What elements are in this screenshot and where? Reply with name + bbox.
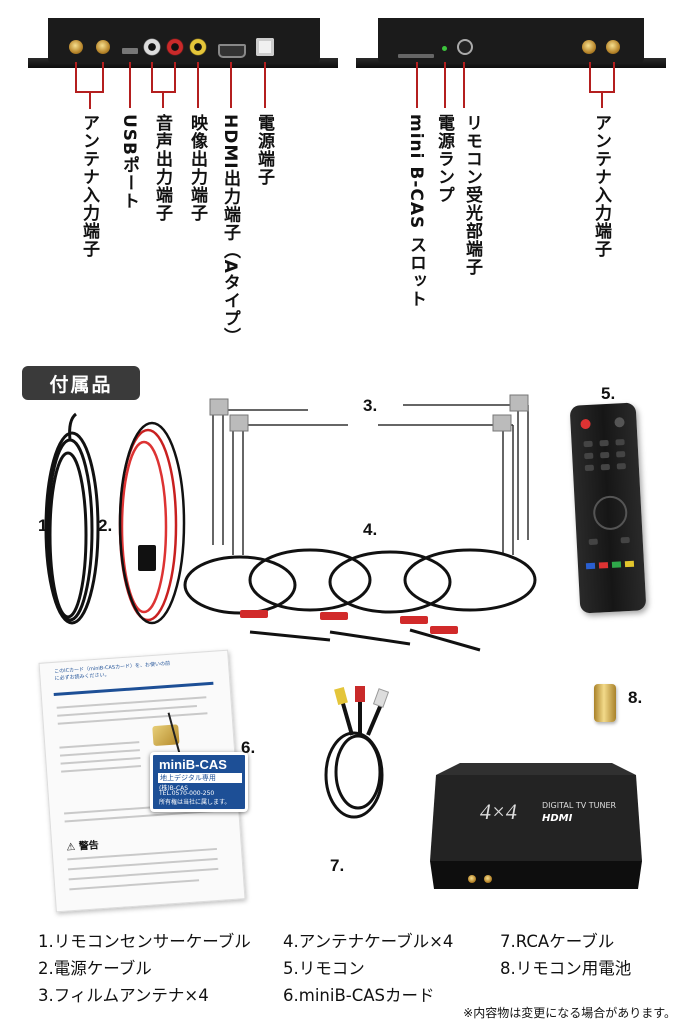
antenna-connector-1 [69,40,83,54]
number-1: 1. [38,516,53,535]
antenna-connector-3 [582,40,596,54]
list-item-8: 8.リモコン用電池 [500,959,632,978]
power-cable-image [118,421,186,625]
antenna-cable-image [183,548,537,652]
warning-text: 警告 [78,840,100,853]
tuner-caption: DIGITAL TV TUNER [542,801,617,810]
label-audio-out: 音声出力端子 [152,114,172,222]
accessories-heading: 付属品 [22,366,140,400]
rca-cable-image [324,686,390,819]
battery-image [594,684,616,722]
tuner-device-image: 4×4 DIGITAL TV TUNER HDMI [430,757,642,895]
warning-label: ⚠ 警告 [66,840,100,854]
bcas-title: miniB-CAS [159,757,227,772]
label-usb-port: USBポート [119,114,139,211]
tuner-brand: 4×4 [480,799,517,824]
hdmi-port-icon [218,44,246,58]
bcas-tel: TEL.0570-000-250 [159,790,215,797]
label-remote-receiver: リモコン受光部端子 [462,114,482,276]
video-connector-yellow [189,38,207,56]
contents-note: ※内容物は変更になる場合があります。 [463,1006,676,1020]
number-7: 7. [330,856,345,875]
bcas-subtitle: 地上デジタル専用 [158,773,242,783]
number-5: 5. [601,384,616,403]
tuner-antenna-connector-2 [484,875,492,883]
list-item-3: 3.フィルムアンテナ×4 [38,986,209,1005]
list-item-4: 4.アンテナケーブル×4 [283,932,454,951]
antenna-connector-4 [606,40,620,54]
usb-port-icon [122,48,138,54]
power-terminal-icon [256,38,274,56]
label-power-terminal: 電源端子 [254,114,274,186]
audio-connector-red [166,38,184,56]
remote-sensor-cable-image [44,412,100,625]
bcas-owner: 所有権は当社に属します。 [159,799,231,806]
antenna-connector-2 [96,40,110,54]
number-2: 2. [98,516,113,535]
tuner-antenna-connector [468,875,476,883]
number-6: 6. [241,738,256,757]
film-antenna-image [209,394,529,555]
power-lamp-icon [442,46,447,51]
label-video-out: 映像出力端子 [187,114,207,222]
number-8: 8. [628,688,643,707]
list-item-7: 7.RCAケーブル [500,932,615,951]
bcas-company: (株)B-CAS [159,785,189,792]
list-item-5: 5.リモコン [283,959,365,978]
tuner-hdmi-logo: HDMI [542,813,573,824]
mini-bcas-card: miniB-CAS 地上デジタル専用 (株)B-CAS TEL.0570-000… [150,752,248,812]
list-item-2: 2.電源ケーブル [38,959,152,978]
label-mini-bcas-slot: mini B-CAS スロット [406,114,426,309]
number-3: 3. [363,396,378,415]
audio-connector-white [143,38,161,56]
instruction-heading: このICカード（miniB-CASカード）を、お使いの前に必ずお読みください。 [53,660,171,682]
list-item-6: 6.miniB-CASカード [283,986,435,1005]
remote-control-image [569,402,647,614]
label-hdmi-out: HDMI出力端子（Aタイプ） [220,114,240,346]
remote-sensor-icon [457,39,473,55]
list-item-1: 1.リモコンセンサーケーブル [38,932,251,951]
bcas-slot-icon [398,54,434,58]
label-power-lamp: 電源ランプ [434,114,454,204]
number-4: 4. [363,520,378,539]
label-antenna-input-right: アンテナ入力端子 [591,114,611,258]
label-antenna-input: アンテナ入力端子 [79,114,99,258]
